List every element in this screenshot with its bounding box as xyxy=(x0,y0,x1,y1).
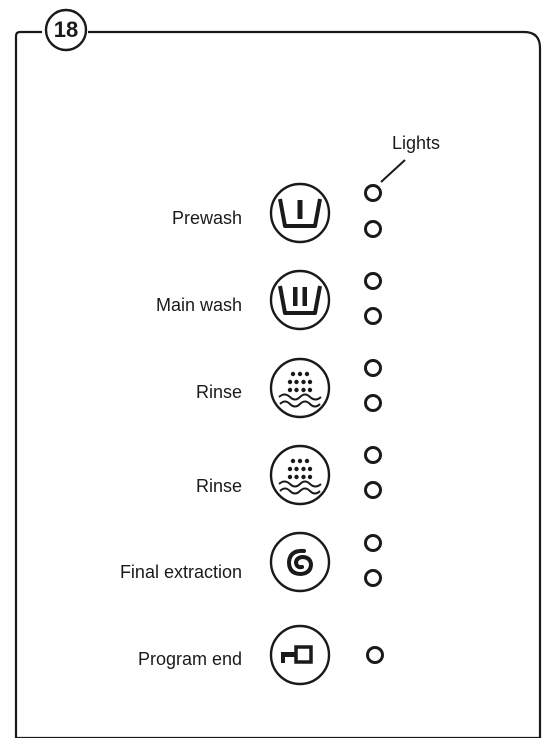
step-label-program-end: Program end xyxy=(137,649,242,669)
step-label-rinse: Rinse xyxy=(195,382,242,402)
lights-label: Lights xyxy=(392,133,441,153)
prewash-lights xyxy=(364,184,382,238)
main-wash-icon xyxy=(269,269,331,331)
program-end-lights xyxy=(366,646,384,664)
key-icon xyxy=(269,624,331,686)
spin-icon xyxy=(269,531,331,593)
rinse-lights xyxy=(364,359,382,412)
rinse-icon xyxy=(269,357,331,419)
final-extraction-lights xyxy=(364,534,382,587)
step-label-prewash: Prewash xyxy=(171,208,242,228)
lights-pointer-line xyxy=(380,159,406,183)
rinse-lights xyxy=(364,446,382,499)
rinse-icon xyxy=(269,444,331,506)
main-wash-lights xyxy=(364,272,382,325)
step-label-main-wash: Main wash xyxy=(155,295,242,315)
page-number: 18 xyxy=(53,17,79,42)
step-label-final-extraction: Final extraction xyxy=(119,562,242,582)
step-label-rinse: Rinse xyxy=(195,476,242,496)
page-number-badge xyxy=(44,8,88,52)
prewash-icon xyxy=(269,182,331,244)
